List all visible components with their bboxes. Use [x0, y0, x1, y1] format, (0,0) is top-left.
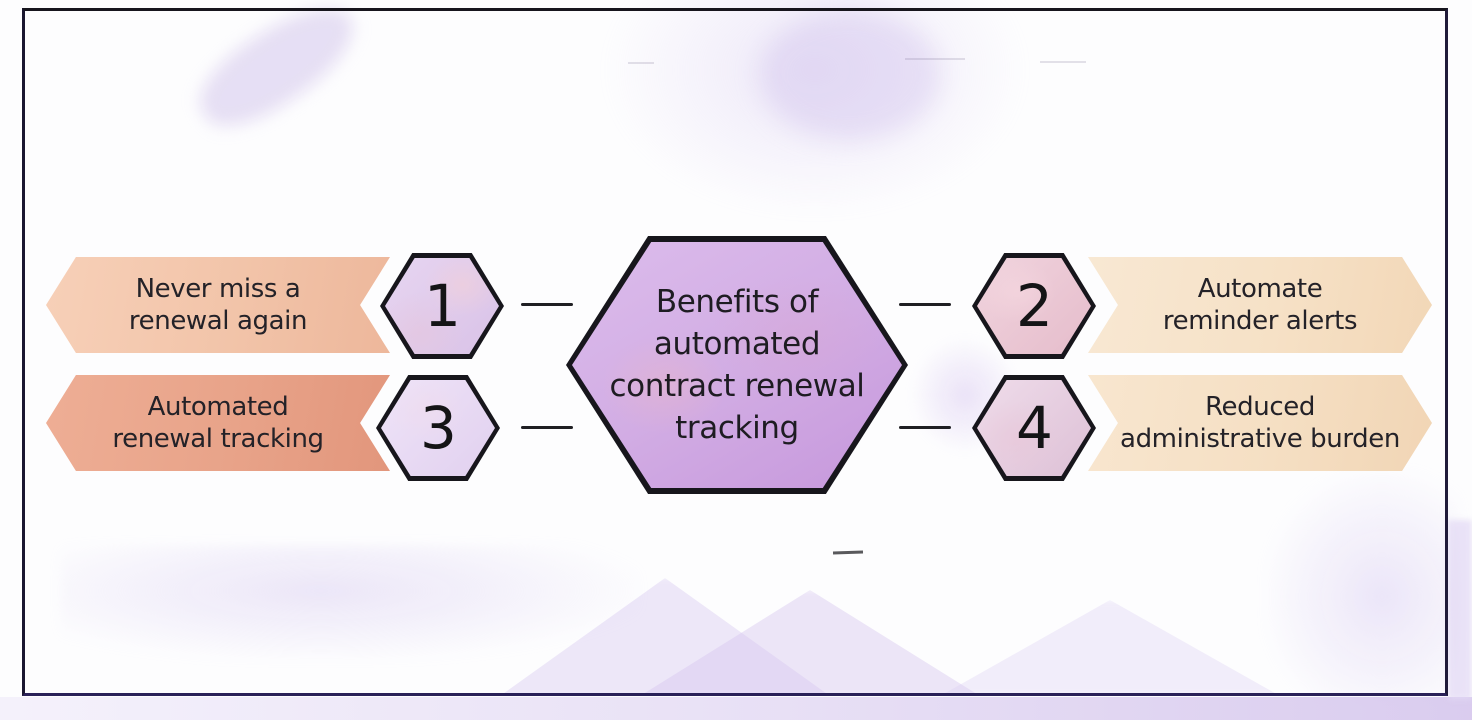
border-frame — [22, 8, 1448, 696]
banner-reduced-admin-burden: Reduced administrative burden — [1088, 375, 1432, 471]
title-line: automated — [653, 326, 821, 362]
title-line: contract renewal — [609, 368, 865, 404]
banner-label-line: Never miss a — [135, 274, 301, 304]
hexagon-number: 3 — [420, 394, 457, 462]
banner-label-line: Reduced — [1205, 392, 1315, 422]
title-line: Benefits of — [655, 284, 819, 320]
banner-never-miss-renewal: Never miss a renewal again — [46, 257, 390, 353]
connector-line-1 — [521, 303, 573, 306]
diagram-title: Benefits of automated contract renewal t… — [566, 236, 908, 494]
watercolor-band-outside-bottom — [0, 697, 1472, 720]
banner-label-line: Automated — [147, 392, 289, 422]
banner-label-line: reminder alerts — [1162, 306, 1358, 336]
center-hexagon-fill — [572, 242, 902, 488]
banner-label-line: renewal tracking — [112, 424, 324, 454]
banner-label-line: Automate — [1197, 274, 1323, 304]
banner-label-line: renewal again — [128, 306, 308, 336]
banner-automate-reminder-alerts: Automate reminder alerts — [1088, 257, 1432, 353]
banner-label-line: administrative burden — [1120, 424, 1400, 454]
banner-automated-renewal-tracking: Automated renewal tracking — [46, 375, 390, 471]
title-line: tracking — [675, 410, 799, 446]
connector-line-2 — [899, 303, 951, 306]
watercolor-band-outside-right — [1448, 520, 1472, 700]
center-hexagon: Benefits of automated contract renewal t… — [566, 236, 908, 494]
hexagon-number: 1 — [424, 272, 461, 340]
connector-line-3 — [521, 426, 573, 429]
hexagon-step-1: 1 — [380, 253, 504, 359]
hexagon-step-3: 3 — [376, 375, 500, 481]
